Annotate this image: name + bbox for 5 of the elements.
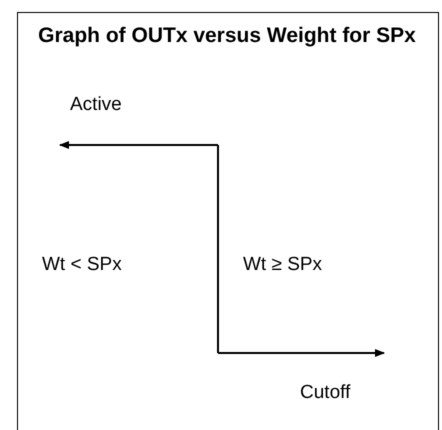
condition-label: Wt ≥ SPx <box>243 254 322 276</box>
chart-title: Graph of OUTx versus Weight for SPx <box>37 23 417 49</box>
state-label: Active <box>70 94 122 116</box>
state-label: Cutoff <box>300 382 350 404</box>
condition-label: Wt < SPx <box>42 254 122 276</box>
